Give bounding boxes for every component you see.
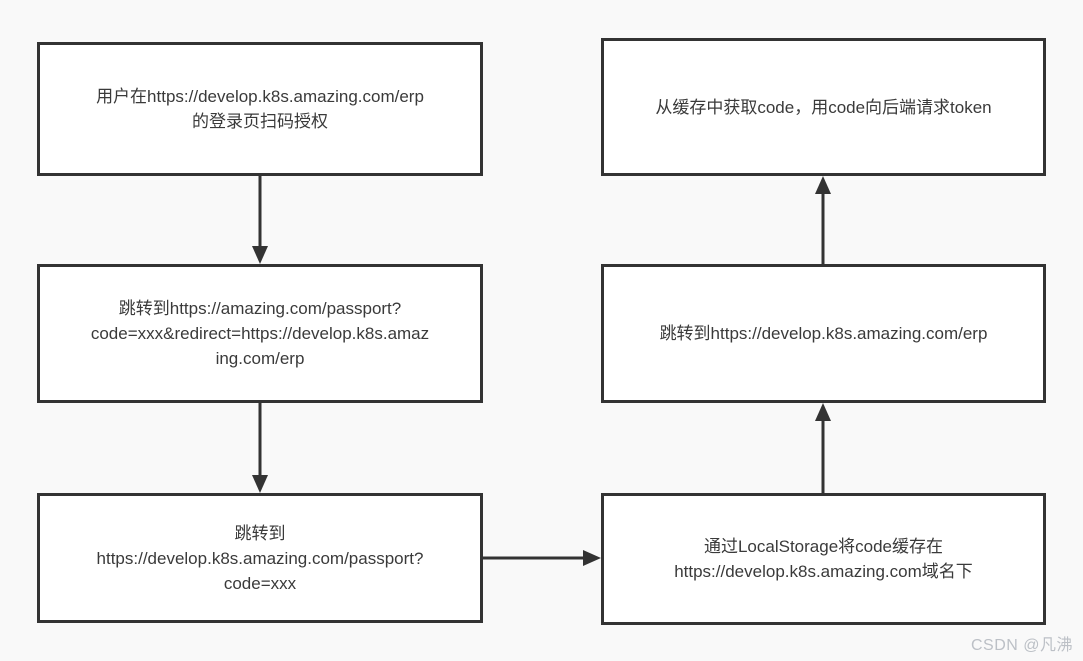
node-text: 从缓存中获取code，用code向后端请求token (655, 97, 992, 117)
flow-node-user-scan-auth: 用户在https://develop.k8s.amazing.com/erp 的… (37, 42, 483, 176)
arrow-passport-redirect-to-develop-passport (252, 403, 268, 493)
node-text: 跳转到https://develop.k8s.amazing.com/erp (659, 324, 988, 343)
node-text: 通过LocalStorage将code缓存在 https://develop.k… (674, 537, 973, 581)
arrow-localstorage-to-erp-redirect (815, 403, 831, 493)
node-text: 跳转到 https://develop.k8s.amazing.com/pass… (96, 523, 424, 593)
node-text: 跳转到https://amazing.com/passport? code=xx… (90, 299, 430, 368)
flow-node-redirect-back-to-erp: 跳转到https://develop.k8s.amazing.com/erp (601, 264, 1046, 403)
node-text: 用户在https://develop.k8s.amazing.com/erp 的… (96, 87, 424, 131)
arrow-scan-to-passport-redirect (252, 176, 268, 264)
flow-node-redirect-passport-with-redirect: 跳转到https://amazing.com/passport? code=xx… (37, 264, 483, 403)
arrow-develop-passport-to-localstorage (483, 550, 601, 566)
arrow-erp-redirect-to-fetch-code (815, 176, 831, 264)
flow-node-redirect-develop-passport: 跳转到 https://develop.k8s.amazing.com/pass… (37, 493, 483, 623)
csdn-watermark: CSDN @凡沸 (970, 637, 1073, 654)
flow-node-fetch-code-request-token: 从缓存中获取code，用code向后端请求token (601, 38, 1046, 176)
flow-node-localstorage-cache-code: 通过LocalStorage将code缓存在 https://develop.k… (601, 493, 1046, 625)
